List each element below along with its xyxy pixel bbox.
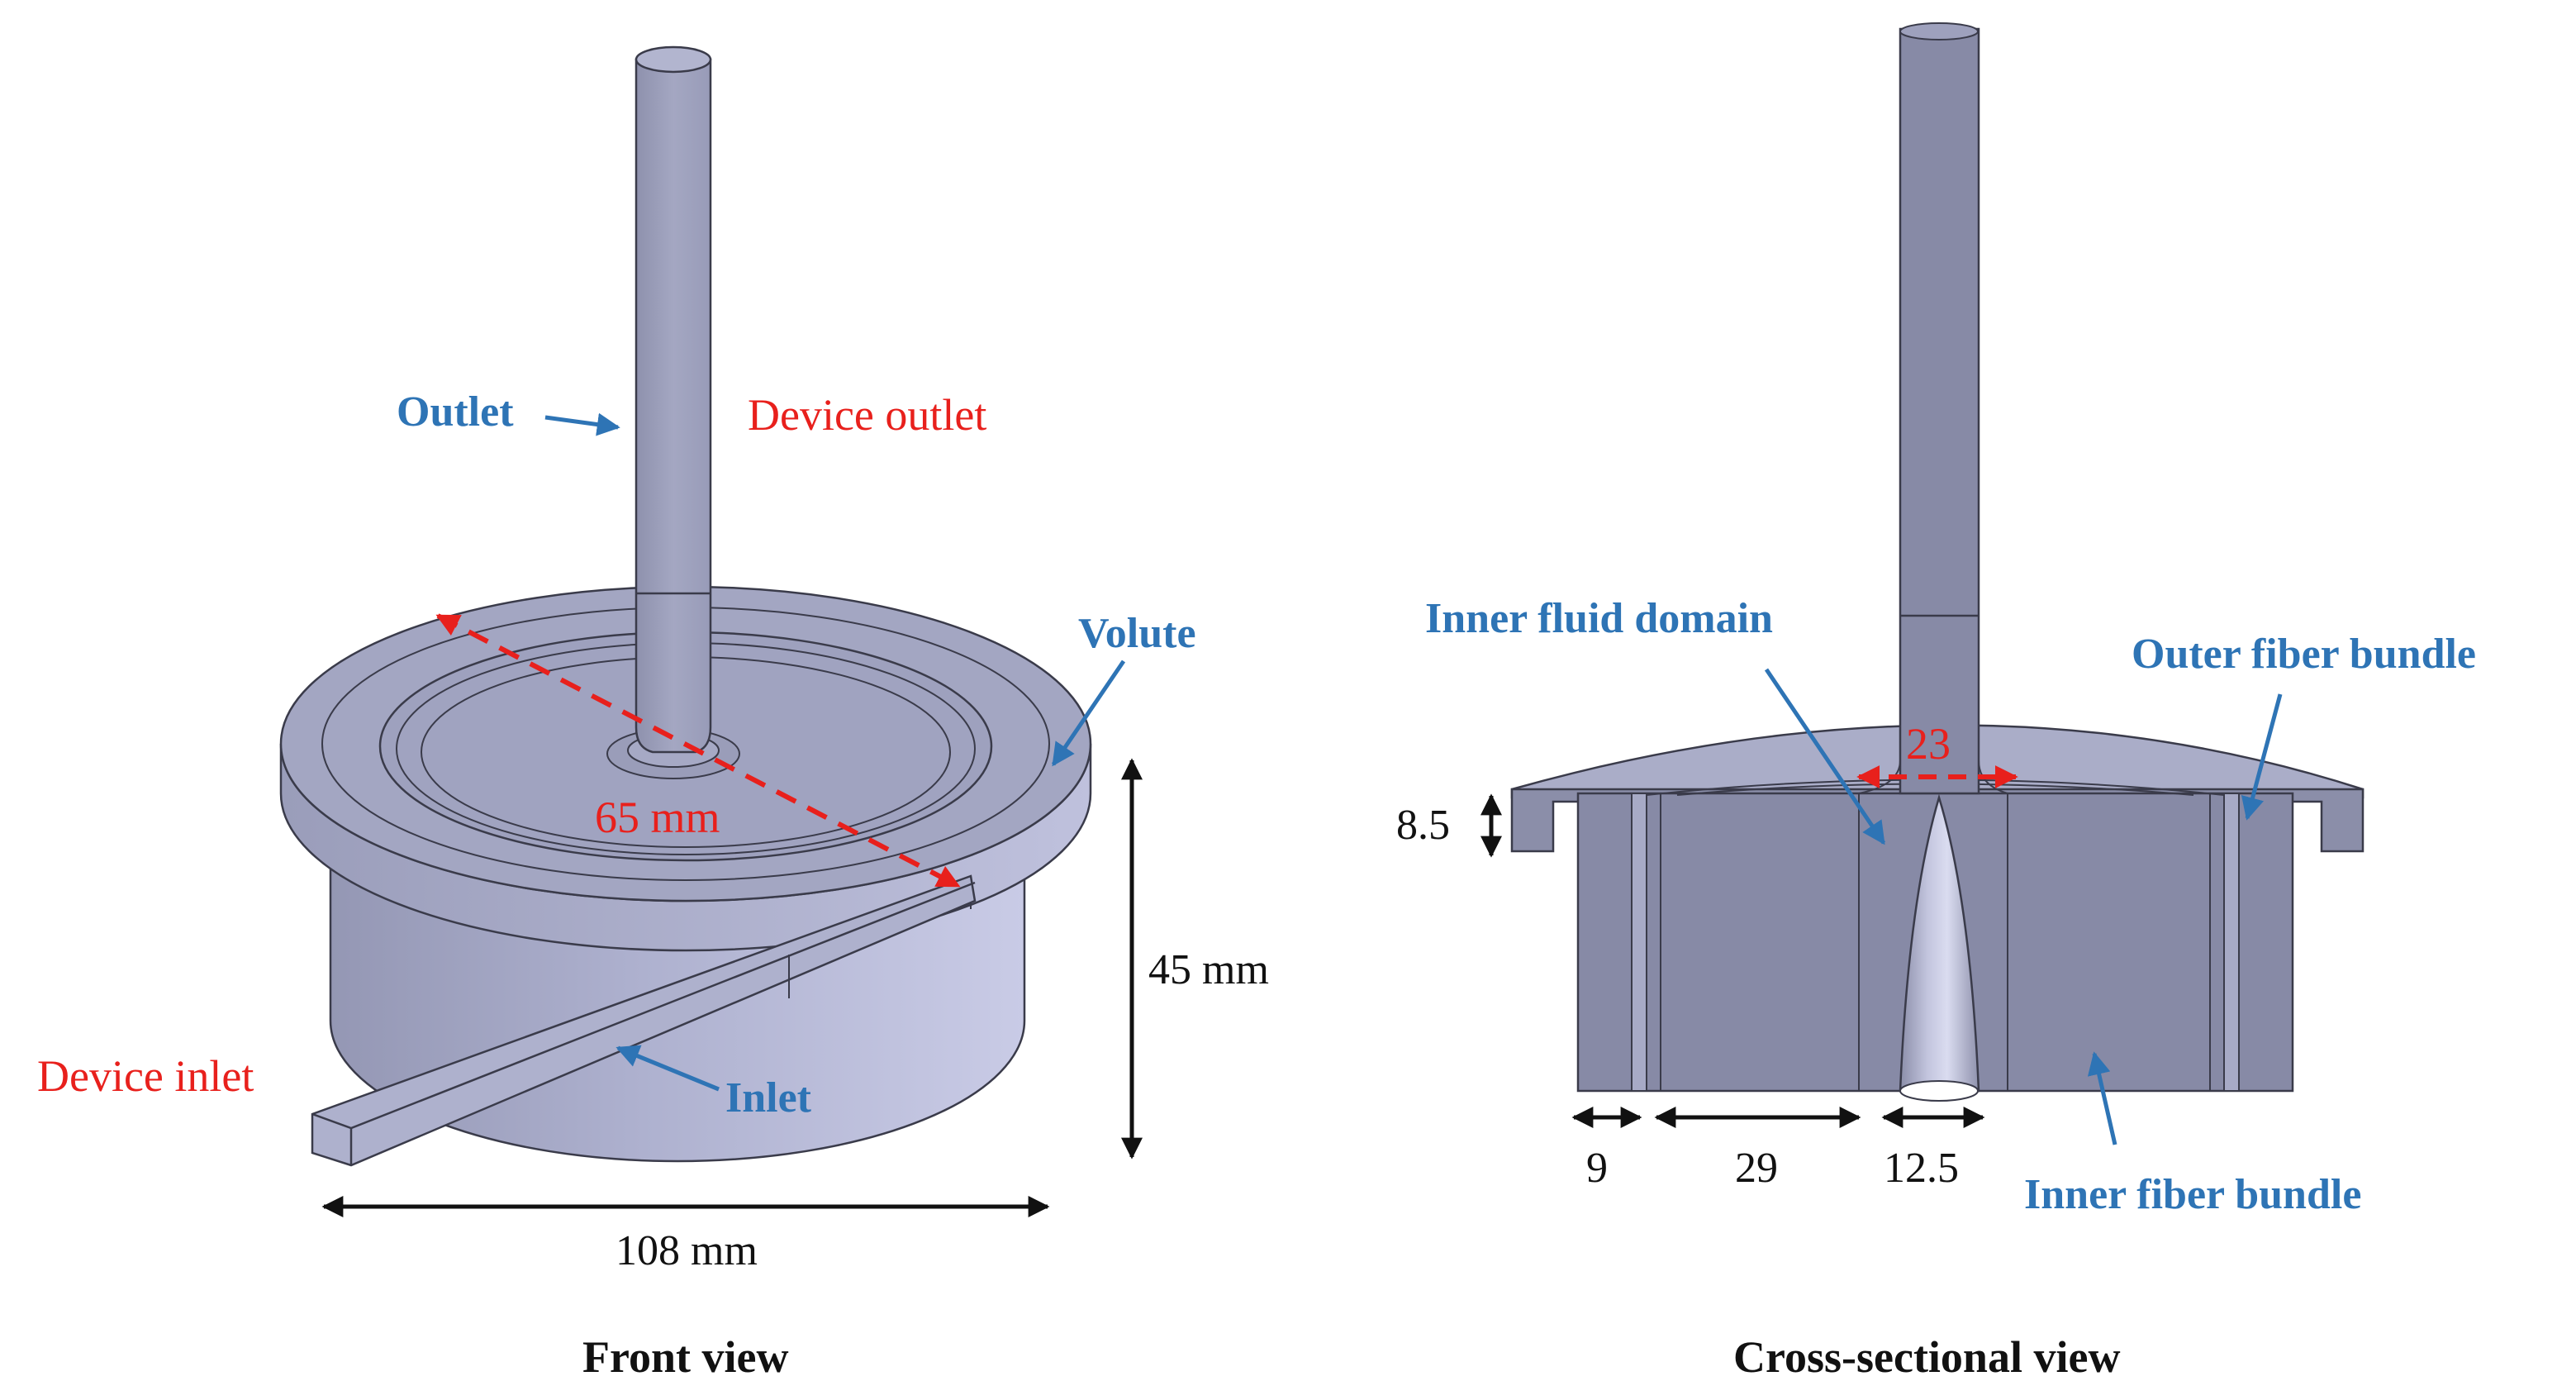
- inner-bundle-label: 29: [1735, 1145, 1778, 1192]
- core-label: 12.5: [1884, 1145, 1959, 1192]
- outer-fiber-bundle-label: Outer fiber bundle: [2132, 631, 2476, 678]
- cross-outlet-tube: [1899, 27, 1980, 795]
- cross-section-caption: Cross-sectional view: [1733, 1332, 2120, 1382]
- outer-bundle-right: [2223, 793, 2240, 1092]
- device-outlet-label: Device outlet: [748, 390, 986, 440]
- cross-section-model: [1510, 22, 2365, 1102]
- top-gap-label: 23: [1906, 719, 1951, 769]
- outlet-label: Outlet: [397, 388, 514, 436]
- inlet-arrow: [615, 1045, 720, 1092]
- width-label: 108 mm: [615, 1227, 758, 1274]
- height-label: 45 mm: [1148, 946, 1269, 993]
- front-view-annotations: Outlet Device outlet Volute 65 mm 45 mm …: [37, 388, 1269, 1382]
- volute-label: Volute: [1078, 610, 1196, 657]
- cross-section-annotations: Inner fluid domain Outer fiber bundle 23…: [1396, 595, 2476, 1382]
- outlet-arrow: [544, 412, 620, 436]
- diameter-label: 65 mm: [595, 793, 720, 842]
- diameter-dimension-line: [435, 613, 961, 888]
- inner-fiber-bundle-label: Inner fiber bundle: [2024, 1171, 2361, 1218]
- outer-bundle-left: [1631, 793, 1647, 1092]
- inner-fluid-domain-label: Inner fluid domain: [1425, 595, 1773, 642]
- outlet-tube: [634, 58, 712, 754]
- outer-bundle-arrow: [2241, 693, 2283, 821]
- inner-bundle-arrow: [2087, 1051, 2117, 1145]
- volute-arrow: [1051, 660, 1126, 767]
- inlet-label: Inlet: [725, 1074, 812, 1121]
- outer-gap-label: 9: [1586, 1145, 1608, 1192]
- front-view-caption: Front view: [582, 1332, 788, 1382]
- flange-height-label: 8.5: [1396, 802, 1450, 849]
- device-inlet-label: Device inlet: [37, 1051, 254, 1101]
- front-view-model: [279, 45, 1092, 1167]
- inner-fluid-arrow: [1764, 668, 1886, 845]
